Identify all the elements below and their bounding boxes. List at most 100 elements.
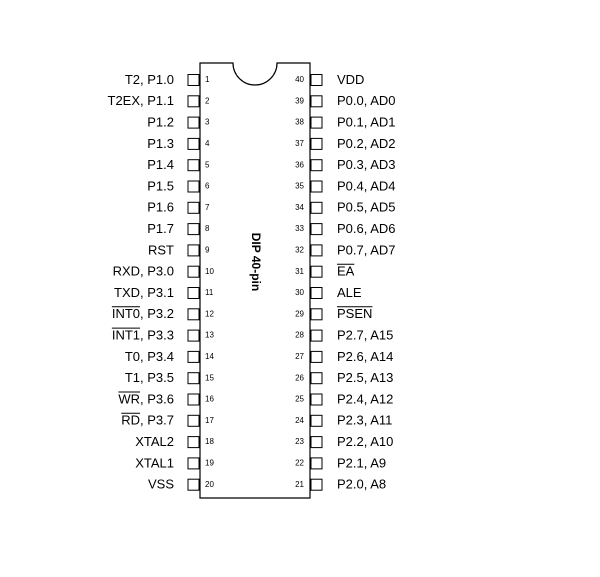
pin-label: VSS (148, 477, 174, 492)
pin-10: 10 RXD, P3.0 (113, 264, 215, 279)
pin-square (187, 244, 200, 257)
pin-label: ALE (337, 285, 362, 300)
pin-number: 34 (295, 203, 304, 212)
pin-square (310, 350, 323, 363)
pin-square (310, 287, 323, 299)
pin-number: 11 (205, 288, 214, 297)
pin-number: 8 (205, 224, 210, 233)
pin-number: 28 (295, 331, 304, 340)
pin-1: 1 T2, P1.0 (125, 72, 210, 87)
pin-number: 35 (295, 182, 304, 191)
pin-square (310, 159, 323, 172)
pin-square (310, 74, 323, 86)
pin-number: 20 (205, 480, 214, 489)
pin-square (310, 436, 323, 449)
pin-9: 9 RST (148, 242, 210, 257)
pin-label: EA (337, 264, 355, 279)
pin-label: P1.2 (147, 115, 174, 130)
pin-label: P2.6, A14 (337, 349, 393, 364)
pin-label: WR, P3.6 (118, 391, 174, 406)
pin-square (187, 457, 200, 470)
pin-square (310, 223, 323, 236)
pin-square (187, 287, 200, 299)
pin-square (187, 478, 200, 491)
pin-label: P2.0, A8 (337, 477, 386, 492)
pin-number: 21 (295, 480, 304, 489)
pin-square (187, 201, 200, 214)
pin-square (310, 478, 323, 491)
pin-7: 7P1.6 (147, 200, 210, 215)
pin-label: RST (148, 242, 174, 257)
pin-number: 12 (205, 309, 214, 318)
pin-number: 24 (295, 416, 304, 425)
pin-number: 39 (295, 96, 304, 105)
pin-label: RD, P3.7 (121, 413, 174, 428)
pin-20: 20 VSS (148, 477, 214, 492)
pin-square (187, 393, 200, 406)
pin-number: 1 (205, 75, 210, 84)
pin-number: 29 (295, 309, 304, 318)
pin-label: INT0, P3.2 (112, 306, 174, 321)
pin-34: 34 P0.5, AD5 (295, 200, 395, 215)
pin-square (310, 393, 323, 406)
pin-square (310, 180, 323, 193)
pin-square (187, 372, 200, 385)
chip-body (199, 62, 311, 499)
pin-square (310, 137, 323, 150)
pin-square (187, 180, 200, 193)
pin-label: P0.0, AD0 (337, 93, 396, 108)
pin-square (310, 414, 323, 427)
pin-label: T2, P1.0 (125, 72, 174, 87)
pin-number: 19 (205, 459, 214, 468)
pin-27: 27 P2.6, A14 (295, 349, 393, 364)
pin-square (310, 372, 323, 385)
pin-label: RXD, P3.0 (113, 264, 174, 279)
pin-square (187, 436, 200, 449)
pin-number: 25 (295, 395, 304, 404)
pin-12: 12 INT0, P3.2 (111, 306, 214, 321)
pin-label: P0.5, AD5 (337, 200, 396, 215)
pin-label: P2.1, A9 (337, 455, 386, 470)
pin-number: 9 (205, 246, 210, 255)
pin-label: P0.6, AD6 (337, 221, 396, 236)
pin-number: 15 (205, 373, 214, 382)
pin-number: 6 (205, 182, 210, 191)
pin-11: 11 TXD, P3.1 (114, 285, 214, 300)
pin-square (310, 457, 323, 470)
pin-label: TXD, P3.1 (114, 285, 174, 300)
pin-square (310, 201, 323, 214)
pin-label: P2.2, A10 (337, 434, 393, 449)
pin-square (187, 265, 200, 278)
pin-number: 38 (295, 118, 304, 127)
pin-label: XTAL2 (135, 434, 174, 449)
pin-square (187, 329, 200, 342)
pin-label: T0, P3.4 (125, 349, 174, 364)
pin-number: 26 (295, 373, 304, 382)
pin-number: 32 (295, 246, 304, 255)
pin-number: 27 (295, 352, 304, 361)
pin-3: 3P1.2 (147, 115, 210, 130)
pin-number: 36 (295, 160, 304, 169)
pin-number: 10 (205, 267, 214, 276)
